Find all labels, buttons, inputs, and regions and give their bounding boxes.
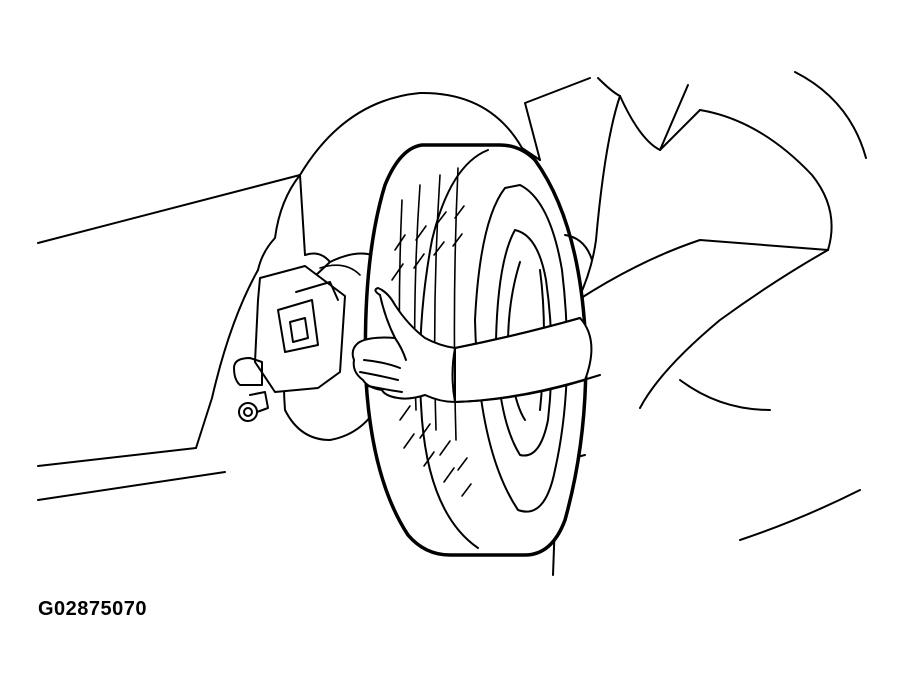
figure-id-label: G02875070 — [38, 598, 148, 620]
hand — [351, 287, 456, 403]
brake-caliper — [254, 265, 346, 393]
caliper-bolt — [238, 402, 258, 422]
fender-arch — [299, 91, 541, 176]
wheel-rim — [495, 229, 553, 457]
technician — [524, 71, 867, 576]
technician-right-arm — [577, 239, 829, 301]
technician-left-arm-and-hand — [351, 287, 601, 403]
vehicle-body — [37, 91, 541, 501]
